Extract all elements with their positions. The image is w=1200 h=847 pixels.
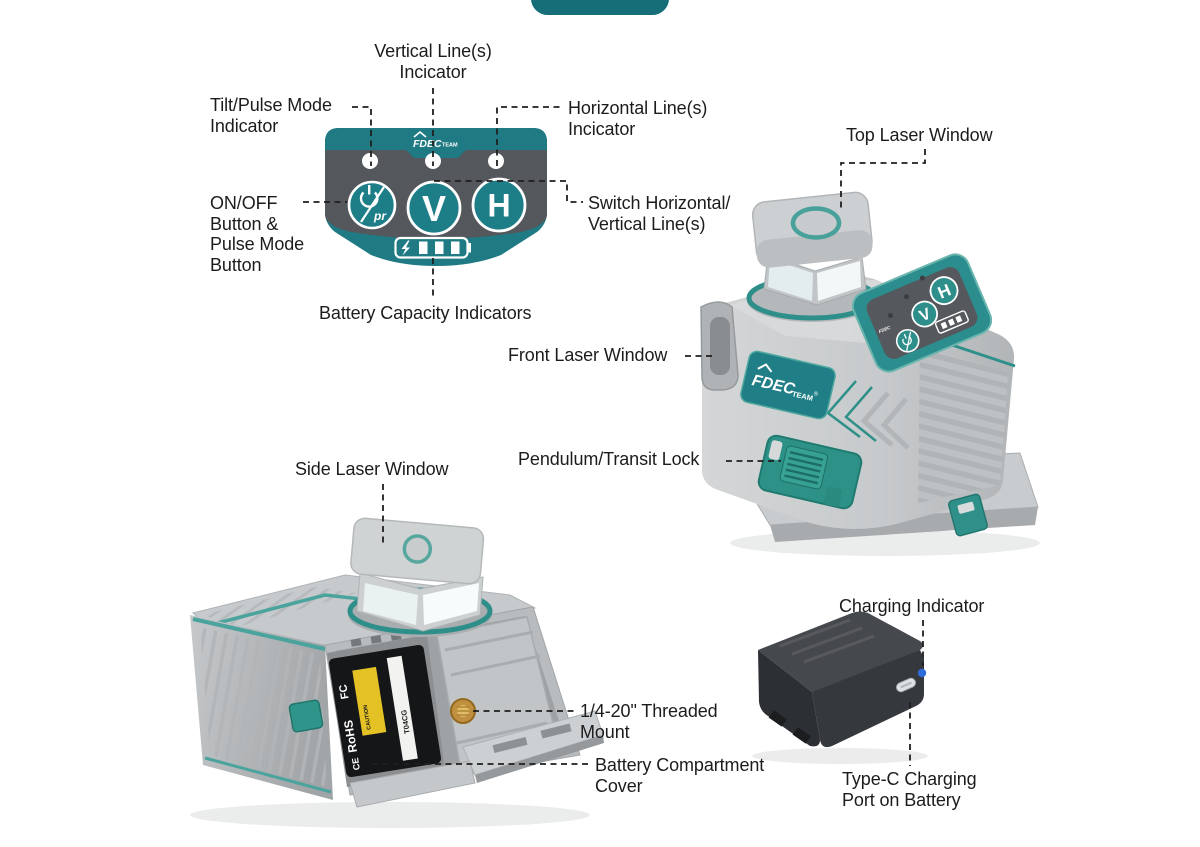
label-vertical-indicator: Vertical Line(s) Incicator bbox=[374, 41, 492, 82]
battery-embossing bbox=[779, 618, 875, 664]
model-strip bbox=[386, 655, 418, 761]
vertical-button: V bbox=[406, 180, 462, 236]
rohs-mark: RoHS bbox=[341, 719, 360, 753]
mini-power-button bbox=[895, 328, 920, 353]
label-battery-cover: Battery Compartment Cover bbox=[595, 755, 765, 796]
charging-led bbox=[917, 668, 927, 678]
mini-v-button: V bbox=[911, 300, 939, 328]
power-button: pr bbox=[347, 180, 397, 230]
device1-control-panel: FDEC V H bbox=[851, 253, 993, 373]
h-button-text: H bbox=[487, 188, 510, 224]
side-laser-window bbox=[347, 517, 493, 637]
battery-capacity-indicator bbox=[394, 236, 471, 259]
battery-pack bbox=[752, 611, 928, 764]
label-switch-hv: Switch Horizontal/ Vertical Line(s) bbox=[588, 193, 731, 234]
label-front-laser-window: Front Laser Window bbox=[508, 345, 668, 365]
laser-level-front-view: FDEC V H FDEC T bbox=[700, 191, 1040, 556]
battery-shadow bbox=[752, 748, 928, 764]
type-c-port bbox=[895, 677, 917, 693]
control-panel-closeup: FDEC TEAM pr V H bbox=[325, 128, 547, 266]
brand-suffix-text: TEAM bbox=[442, 143, 458, 149]
horizontal-button: H bbox=[471, 177, 527, 233]
battery-front-face bbox=[812, 650, 924, 748]
device2-underside: CAUTION T04CG FC RoHS CE bbox=[324, 606, 581, 796]
laser-level-bottom-view: CAUTION T04CG FC RoHS CE bbox=[190, 517, 604, 828]
label-on-off-button: ON/OFF Button & Pulse Mode Button bbox=[210, 193, 305, 275]
device1-base-clip bbox=[948, 493, 988, 537]
device2-left-face bbox=[190, 615, 333, 800]
battery-top-face bbox=[758, 611, 923, 694]
device1-side-vents bbox=[918, 333, 1016, 503]
panel-header-band bbox=[325, 128, 547, 158]
caution-label bbox=[352, 666, 387, 736]
battery-left-face bbox=[758, 650, 820, 747]
brand-logo: FDEC TEAM bbox=[413, 130, 458, 150]
device1-brand-reg: ® bbox=[813, 390, 819, 398]
device1-chevrons bbox=[826, 380, 910, 450]
threaded-mount bbox=[450, 698, 476, 724]
model-text: T04CG bbox=[399, 709, 412, 734]
label-pendulum-lock: Pendulum/Transit Lock bbox=[518, 449, 700, 469]
mini-battery-indicator bbox=[934, 310, 969, 334]
label-type-c-port: Type-C Charging Port on Battery bbox=[842, 769, 977, 810]
label-horizontal-indicator: Horizontal Line(s) Incicator bbox=[568, 98, 708, 139]
side-laser-ring bbox=[402, 534, 433, 564]
pulse-mode-text: pr bbox=[373, 209, 387, 223]
slash-icon bbox=[360, 186, 385, 223]
label-threaded-mount: 1/4-20" Threaded Mount bbox=[580, 701, 718, 742]
caution-text: CAUTION bbox=[363, 704, 373, 730]
label-battery-capacity: Battery Capacity Indicators bbox=[319, 303, 532, 323]
label-top-laser-window: Top Laser Window bbox=[846, 125, 993, 145]
vertical-indicator-dot bbox=[425, 153, 441, 169]
label-charging-indicator: Charging Indicator bbox=[839, 596, 985, 616]
teal-pill bbox=[531, 0, 669, 15]
compliance-label: CAUTION T04CG FC RoHS CE bbox=[328, 644, 442, 778]
horizontal-indicator-dot bbox=[488, 153, 504, 169]
v-button-text: V bbox=[422, 188, 446, 229]
mini-h-button: H bbox=[929, 276, 959, 306]
label-tilt-pulse-indicator: Tilt/Pulse Mode Indicator bbox=[210, 95, 332, 136]
brand-text: FDEC bbox=[413, 138, 442, 150]
device2-rails bbox=[349, 710, 604, 808]
label-side-laser-window: Side Laser Window bbox=[295, 459, 449, 479]
pendulum-lock bbox=[757, 434, 863, 510]
mini-panel-logo: FDEC bbox=[878, 324, 892, 334]
front-laser-window bbox=[700, 301, 739, 391]
bolt-icon bbox=[401, 240, 410, 256]
device2-shadow bbox=[190, 802, 590, 828]
ce-mark: CE bbox=[350, 757, 362, 771]
tilt-pulse-indicator-dot bbox=[362, 153, 378, 169]
top-laser-ring bbox=[790, 206, 842, 240]
fcc-mark: FC bbox=[337, 684, 351, 700]
device1-logo-plate: FDEC TEAM ® bbox=[740, 350, 836, 420]
device2-side-button bbox=[288, 699, 324, 733]
